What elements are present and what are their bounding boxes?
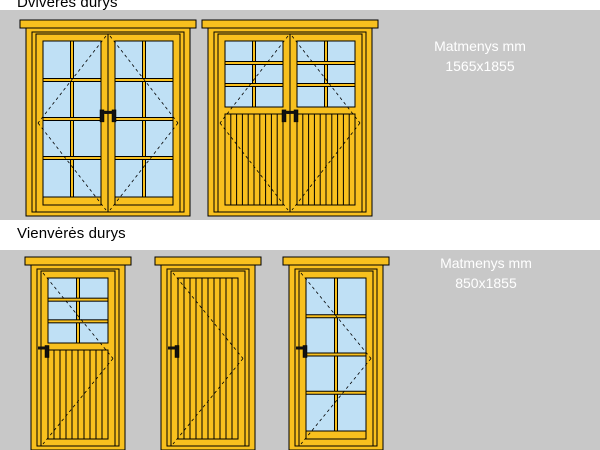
- double-doors-heading: Dvivėrės durys: [17, 0, 118, 11]
- opening-diagonal: [172, 358, 244, 445]
- door-double-glazed: [19, 19, 197, 217]
- single-doors-dimensions: Matmenys mm 850x1855: [406, 253, 566, 293]
- handle-lever: [287, 110, 296, 114]
- door-single-half-glazed: [24, 256, 132, 450]
- door-head: [282, 256, 390, 266]
- door-single-solid: [154, 256, 262, 450]
- handle-plate: [281, 109, 287, 123]
- opening-diagonal: [109, 35, 179, 124]
- muntin: [114, 117, 174, 121]
- bottom-rail: [305, 430, 367, 440]
- door-single-full-glazed: [282, 256, 390, 450]
- handle-plate: [111, 109, 117, 123]
- opening-diagonal: [42, 272, 114, 359]
- single-dims-value: 850x1855: [455, 275, 517, 291]
- muntin: [305, 390, 367, 395]
- opening-diagonal: [300, 358, 372, 445]
- muntin: [224, 83, 284, 87]
- opening-diagonal: [172, 272, 244, 359]
- handle-lever: [168, 346, 177, 350]
- muntin: [305, 352, 367, 357]
- opening-diagonal: [42, 358, 114, 445]
- muntin: [47, 297, 109, 302]
- handle-plate: [302, 345, 308, 358]
- mullion: [252, 40, 256, 108]
- opening-diagonal: [37, 35, 107, 124]
- double-doors-dimensions: Matmenys mm 1565x1855: [400, 36, 560, 76]
- door-head: [201, 19, 379, 29]
- mullion: [76, 277, 80, 344]
- muntin: [42, 117, 102, 121]
- muntin: [47, 319, 109, 324]
- door-head: [24, 256, 132, 266]
- double-dims-value: 1565x1855: [445, 58, 515, 74]
- muntin: [42, 156, 102, 160]
- handle-lever: [38, 346, 47, 350]
- muntin: [114, 156, 174, 160]
- mullion: [324, 40, 328, 108]
- handle-plate: [293, 109, 299, 123]
- bottom-rail: [42, 196, 102, 206]
- door-head: [154, 256, 262, 266]
- muntin: [224, 61, 284, 65]
- door-double-half-glazed: [201, 19, 379, 217]
- handle-plate: [99, 109, 105, 123]
- opening-diagonal: [109, 122, 179, 211]
- handle-plate: [174, 345, 180, 358]
- opening-diagonal: [219, 35, 289, 124]
- handle-lever: [105, 110, 114, 114]
- opening-diagonal: [300, 272, 372, 359]
- double-dims-label: Matmenys mm: [434, 38, 526, 54]
- handle-plate: [44, 345, 50, 358]
- muntin: [296, 83, 356, 87]
- single-doors-heading: Vienvėrės durys: [17, 225, 126, 242]
- door-head: [19, 19, 197, 29]
- bottom-rail: [114, 196, 174, 206]
- opening-diagonal: [291, 35, 361, 124]
- opening-diagonal: [291, 122, 361, 211]
- opening-diagonal: [219, 122, 289, 211]
- handle-lever: [296, 346, 305, 350]
- single-dims-label: Matmenys mm: [440, 255, 532, 271]
- opening-diagonal: [37, 122, 107, 211]
- muntin: [296, 61, 356, 65]
